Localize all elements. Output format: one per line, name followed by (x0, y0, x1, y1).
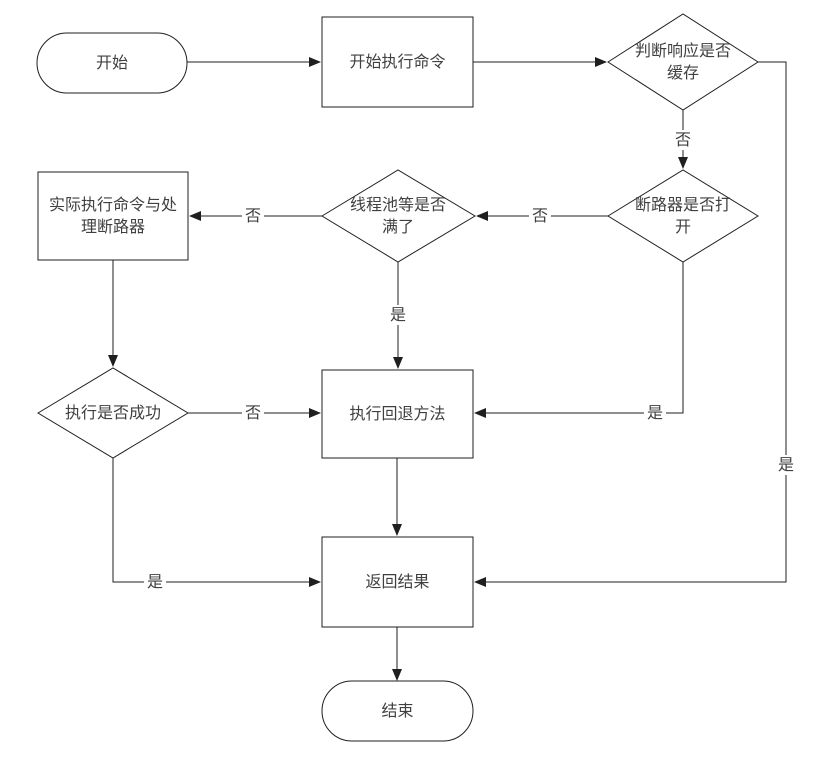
edge-cache-yes-to-result (474, 61, 787, 587)
cache-check-decision-shape (607, 13, 759, 111)
start-terminator-shape (36, 32, 188, 94)
edge-breaker-yes-to-fallback (474, 262, 684, 418)
pool-check-decision-shape (321, 169, 476, 263)
success-check-decision-shape (37, 367, 189, 459)
edge-success-yes-to-result (112, 458, 321, 587)
fallback-process-shape (321, 369, 474, 459)
end-terminator-shape (321, 680, 474, 742)
breaker-check-decision-shape (607, 169, 759, 263)
exec-command-process-shape (321, 16, 474, 108)
actual-exec-process-shape (37, 171, 189, 261)
return-result-process-shape (321, 536, 474, 628)
